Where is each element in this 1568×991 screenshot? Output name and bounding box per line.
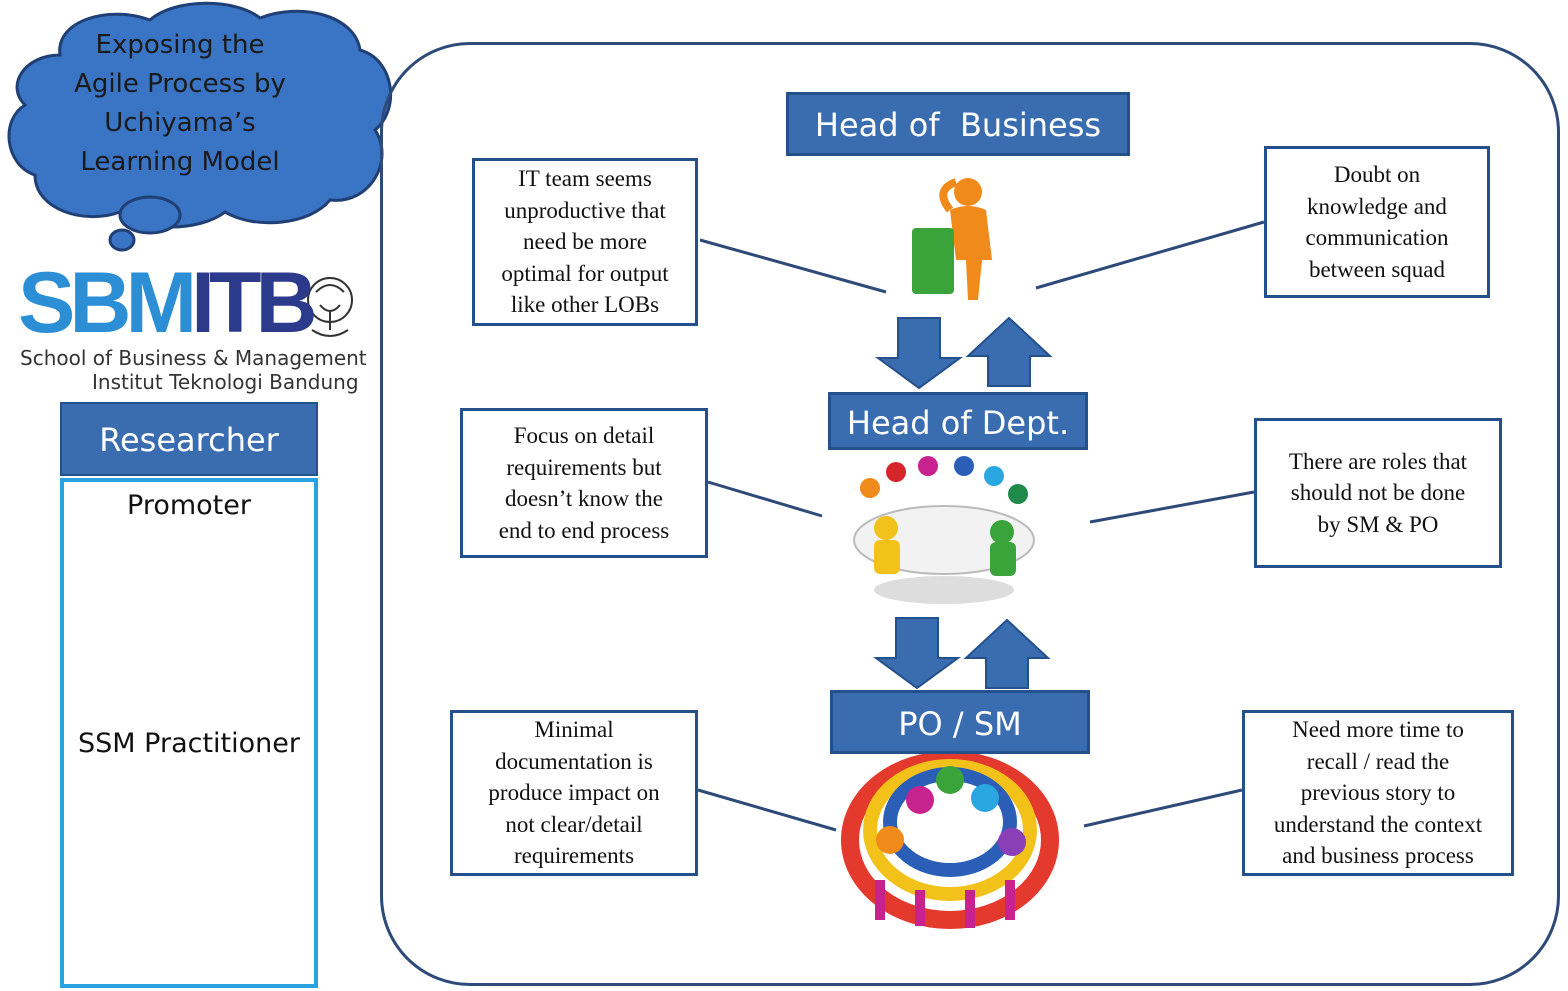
cloud-line: Learning Model — [80, 147, 280, 177]
observation-dept-right: There are roles that should not be done … — [1254, 418, 1502, 568]
logo-itb: ITB — [191, 255, 318, 351]
logo-subtitle-2: Institut Teknologi Bandung — [92, 370, 359, 394]
obs-line: and business process — [1282, 843, 1474, 869]
obs-line: Doubt on — [1333, 162, 1421, 187]
obs-line: between squad — [1308, 256, 1446, 282]
head-of-dept-bar: Head of Dept. — [828, 392, 1088, 450]
obs-line: like other LOBs — [510, 292, 660, 318]
obs-line: optimal for output — [501, 260, 669, 286]
promoter-label: Promoter — [127, 490, 251, 521]
cloud-line: Uchiyama’s — [104, 108, 256, 138]
obs-line: knowledge and — [1307, 193, 1447, 219]
researcher-header: Researcher — [60, 402, 318, 476]
logo-wordmark: SBMITB — [18, 260, 318, 346]
obs-line: requirements — [513, 843, 635, 869]
meeting-table-icon — [853, 456, 1035, 604]
flow-arrows-top — [874, 316, 1053, 390]
observation-dept-left: Focus on detail requirements but doesn’t… — [460, 408, 708, 558]
obs-line: communication — [1305, 225, 1449, 250]
obs-line: requirements but — [506, 454, 662, 480]
cloud-title: Exposing the Agile Process by Uchiyama’s… — [40, 26, 320, 182]
observation-business-left: IT team seems unproductive that need be … — [472, 158, 698, 326]
obs-line: IT team seems — [518, 166, 652, 192]
connector-lines — [697, 220, 1265, 832]
researcher-panel — [60, 478, 318, 988]
obs-line: Need more time to — [1292, 717, 1464, 743]
observation-posm-right: Need more time to recall / read the prev… — [1242, 710, 1514, 876]
thought-cloud — [7, 1, 392, 252]
itb-emblem — [307, 277, 353, 337]
flow-arrows-bottom — [872, 617, 1051, 690]
observation-posm-left: Minimal documentation is produce impact … — [450, 710, 698, 876]
obs-line: Minimal — [534, 717, 614, 743]
thinker-figure-icon — [912, 178, 992, 300]
obs-line: understand the context — [1273, 811, 1483, 837]
team-huddle-icon — [841, 751, 1059, 929]
ssm-practitioner-label: SSM Practitioner — [78, 728, 300, 759]
obs-line: documentation is — [495, 748, 653, 774]
observation-business-right: Doubt on knowledge and communication bet… — [1264, 146, 1490, 298]
head-of-business-bar: Head of Business — [786, 92, 1130, 156]
obs-line: There are roles that — [1288, 448, 1468, 474]
obs-line: doesn’t know the — [504, 486, 663, 511]
obs-line: by SM & PO — [1317, 511, 1439, 537]
obs-line: previous story to — [1300, 780, 1456, 806]
process-frame — [380, 42, 1560, 986]
logo-sbm: SBM — [18, 255, 197, 351]
sbm-itb-logo: SBMITB School of Business & Management I… — [18, 260, 367, 394]
cloud-line: Exposing the — [95, 30, 265, 60]
obs-line: not clear/detail — [505, 811, 643, 837]
obs-line: end to end process — [498, 517, 670, 543]
logo-subtitle-1: School of Business & Management — [20, 346, 367, 370]
obs-line: Focus on detail — [513, 423, 655, 448]
obs-line: unproductive that — [504, 197, 666, 223]
cloud-line: Agile Process by — [74, 69, 286, 99]
obs-line: produce impact on — [488, 780, 660, 806]
obs-line: need be more — [523, 229, 647, 255]
po-sm-bar: PO / SM — [830, 690, 1090, 754]
obs-line: should not be done — [1290, 480, 1466, 506]
obs-line: recall / read the — [1306, 748, 1450, 774]
